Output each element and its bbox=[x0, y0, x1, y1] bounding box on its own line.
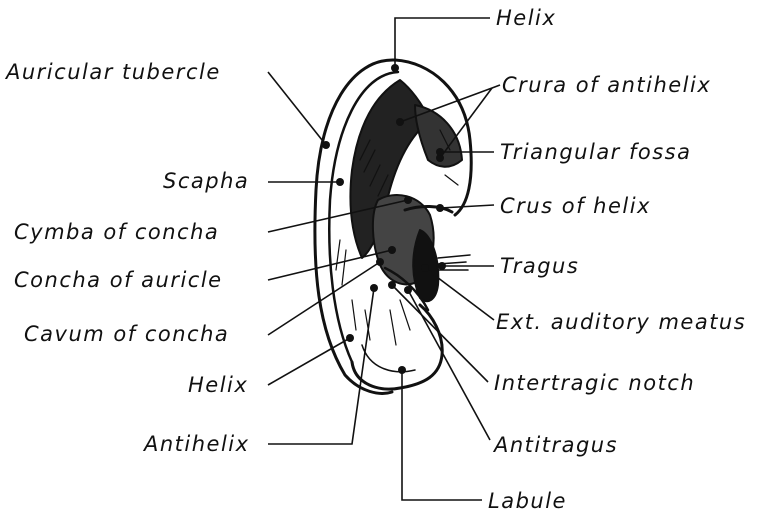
label-ext-auditory-meatus: Ext. auditory meatus bbox=[496, 310, 746, 334]
dot-antihelix bbox=[370, 284, 378, 292]
ear-drawing bbox=[315, 60, 471, 393]
label-labule: Labule bbox=[488, 489, 567, 513]
dot-cymba bbox=[404, 196, 412, 204]
label-concha-of-auricle: Concha of auricle bbox=[14, 268, 223, 292]
dot-helix-top bbox=[391, 64, 399, 72]
dot-helix-bottom bbox=[346, 334, 354, 342]
leader-helix-top bbox=[395, 18, 490, 68]
leader-auricular-tubercle bbox=[268, 72, 326, 145]
label-triangular-fossa: Triangular fossa bbox=[500, 140, 692, 164]
label-antihelix: Antihelix bbox=[144, 432, 250, 456]
dot-ext-meatus bbox=[421, 264, 429, 272]
dot-antitragus bbox=[404, 286, 412, 294]
dot-concha-of-auricle bbox=[388, 246, 396, 254]
leader-labule bbox=[402, 370, 482, 500]
label-helix-top: Helix bbox=[496, 6, 556, 30]
dot-tragus bbox=[438, 262, 446, 270]
dot-auricular-tubercle bbox=[322, 141, 330, 149]
label-cymba-of-concha: Cymba of concha bbox=[14, 220, 219, 244]
dot-crura-1 bbox=[396, 118, 404, 126]
dot-scapha bbox=[336, 178, 344, 186]
lobule-inner bbox=[362, 345, 415, 372]
dot-cavum bbox=[376, 258, 384, 266]
label-cavum-of-concha: Cavum of concha bbox=[24, 322, 229, 346]
label-antitragus: Antitragus bbox=[494, 433, 618, 457]
leader-crus-of-helix bbox=[440, 205, 494, 208]
dot-triangular-fossa bbox=[436, 148, 444, 156]
label-tragus: Tragus bbox=[500, 254, 579, 278]
label-auricular-tubercle: Auricular tubercle bbox=[6, 60, 221, 84]
label-crura-of-antihelix: Crura of antihelix bbox=[502, 73, 711, 97]
label-crus-of-helix: Crus of helix bbox=[500, 194, 651, 218]
leader-antitragus bbox=[408, 290, 490, 440]
label-intertragic-notch: Intertragic notch bbox=[494, 371, 695, 395]
dot-crus-of-helix bbox=[436, 204, 444, 212]
dot-intertragic-notch bbox=[388, 281, 396, 289]
label-helix-bottom: Helix bbox=[188, 373, 248, 397]
label-scapha: Scapha bbox=[163, 169, 249, 193]
dot-labule bbox=[398, 366, 406, 374]
